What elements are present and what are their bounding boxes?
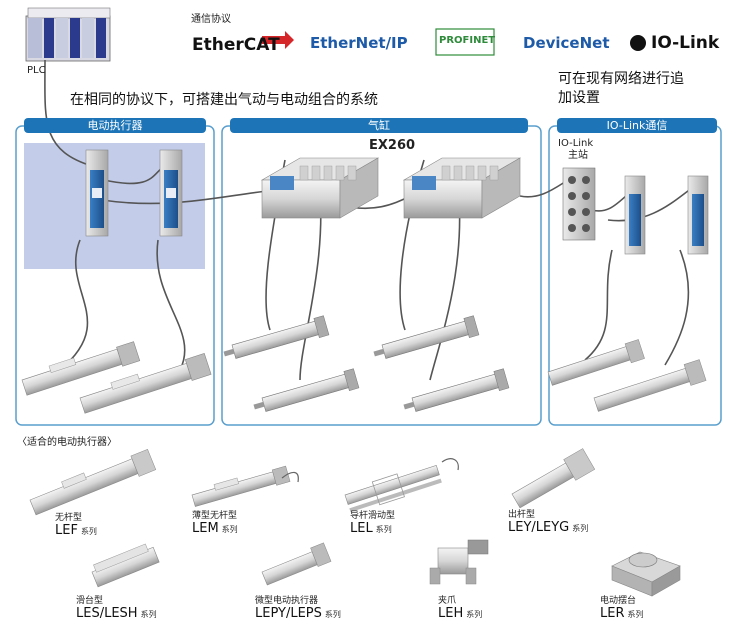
actuator-model: LES/LESH bbox=[76, 606, 138, 621]
iolink-logo: IO-Link bbox=[651, 33, 720, 53]
headline-right-line-1: 可在现有网络进行追 bbox=[558, 71, 684, 87]
iolink-master-label-line-1: IO-Link bbox=[558, 138, 594, 149]
actuator-series-suffix: 系列 bbox=[221, 525, 238, 534]
actuator-model: LEM bbox=[192, 521, 219, 536]
plc-label: PLC bbox=[27, 65, 46, 76]
air-cylinder-3 bbox=[373, 315, 480, 359]
iolink-actuator-2 bbox=[593, 359, 707, 412]
air-cylinder-2 bbox=[253, 368, 360, 412]
electric-actuator-2 bbox=[79, 353, 212, 414]
air-cylinder-1 bbox=[223, 315, 330, 359]
electric-controller-2 bbox=[159, 149, 183, 237]
product-image-lel bbox=[344, 464, 442, 513]
actuator-type: 微型电动执行器 bbox=[255, 596, 319, 606]
iolink-controller-1 bbox=[624, 175, 646, 255]
actuator-series-suffix: 系列 bbox=[80, 527, 97, 536]
profinet-badge-icon bbox=[435, 28, 495, 56]
plc-unit bbox=[25, 7, 111, 62]
ex260-label: EX260 bbox=[369, 138, 416, 153]
product-image-les bbox=[91, 543, 160, 588]
actuator-model: LEPY/LEPS bbox=[255, 606, 322, 621]
iolink-controller-2 bbox=[687, 175, 709, 255]
actuator-model: LEY/LEYG bbox=[508, 520, 570, 535]
actuator-type: 导杆滑动型 bbox=[350, 511, 396, 521]
actuator-series-suffix: 系列 bbox=[627, 610, 644, 619]
actuator-model: LER bbox=[600, 606, 625, 621]
actuator-model: LEH bbox=[438, 606, 464, 621]
product-image-ler bbox=[611, 551, 681, 597]
actuator-series-suffix: 系列 bbox=[572, 524, 589, 533]
product-image-lef bbox=[29, 448, 157, 516]
headline-right: 可在现有网络进行追 加设置 bbox=[558, 70, 684, 108]
product-image-ley bbox=[511, 448, 596, 509]
headline-main: 在相同的协议下，可搭建出气动与电动组合的系统 bbox=[70, 92, 378, 108]
tab-cylinder: 气缸 bbox=[230, 118, 528, 133]
actuator-series-suffix: 系列 bbox=[324, 610, 341, 619]
actuator-type: 无杆型 bbox=[55, 513, 83, 523]
actuator-type: 夹爪 bbox=[438, 596, 457, 606]
electric-controller-1 bbox=[85, 149, 109, 237]
profinet-logo: PROFINET bbox=[439, 35, 496, 46]
iolink-actuator-1 bbox=[547, 339, 645, 386]
iolink-logo-icon bbox=[630, 35, 646, 51]
valve-manifold-1 bbox=[260, 157, 380, 219]
actuator-model: LEF bbox=[55, 523, 78, 538]
product-image-lem bbox=[191, 465, 291, 507]
headline-right-line-2: 加设置 bbox=[558, 90, 600, 106]
ethernet-ip-logo: EtherNet/IP bbox=[310, 34, 408, 52]
actuator-type: 薄型无杆型 bbox=[192, 511, 238, 521]
actuator-type: 出杆型 bbox=[508, 510, 536, 520]
iolink-master-label-line-2: 主站 bbox=[568, 150, 588, 161]
air-cylinder-4 bbox=[403, 368, 510, 412]
actuator-series-suffix: 系列 bbox=[140, 610, 157, 619]
electric-actuator-1 bbox=[21, 341, 141, 396]
actuator-series-suffix: 系列 bbox=[375, 525, 392, 534]
product-image-leh bbox=[429, 539, 489, 585]
iolink-master-unit bbox=[562, 167, 596, 241]
suitable-actuators-title: 〈适合的电动执行器〉 bbox=[17, 437, 117, 448]
ethercat-arrow-icon bbox=[262, 31, 294, 49]
tab-iolink: IO-Link通信 bbox=[557, 118, 717, 133]
iolink-master-label: IO-Link 主站 bbox=[558, 138, 593, 162]
actuator-model: LEL bbox=[350, 521, 373, 536]
valve-manifold-2 bbox=[402, 157, 522, 219]
actuator-series-suffix: 系列 bbox=[466, 610, 483, 619]
ethercat-logo: EtherCAT bbox=[192, 35, 280, 55]
devicenet-logo: DeviceNet bbox=[523, 34, 610, 52]
product-image-lepy bbox=[261, 542, 332, 586]
actuator-type: 电动摆台 bbox=[600, 596, 637, 606]
tab-electric-actuator: 电动执行器 bbox=[24, 118, 206, 133]
protocols-heading: 通信协议 bbox=[191, 14, 231, 25]
actuator-type: 滑台型 bbox=[76, 596, 104, 606]
